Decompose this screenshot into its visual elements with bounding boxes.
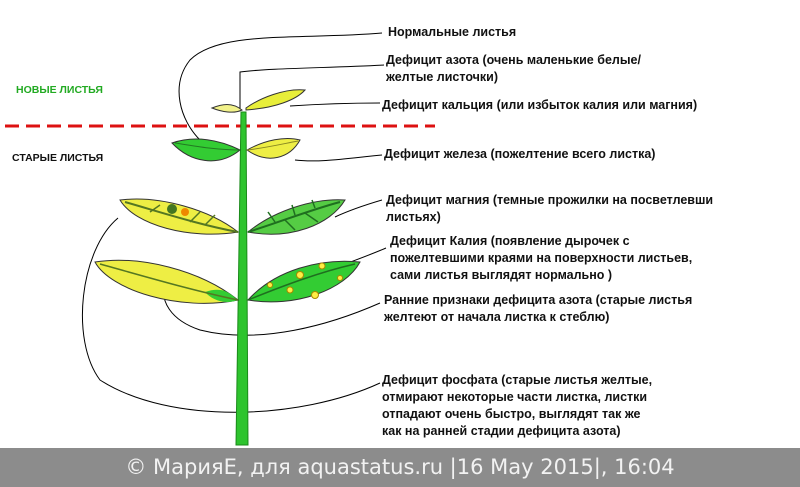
- pointer-line-iron: [294, 154, 383, 162]
- pointer-line-calcium: [289, 102, 381, 107]
- zone-old-leaves: СТАРЫЕ ЛИСТЬЯ: [12, 152, 104, 164]
- zone-new-leaves: НОВЫЕ ЛИСТЬЯ: [16, 84, 103, 96]
- label-nitrogen-deficiency: Дефицит азота (очень маленькие белые/ же…: [386, 53, 641, 84]
- label-normal-leaves: Нормальные листья: [388, 25, 517, 39]
- leaf-new-left: [210, 104, 243, 113]
- leaf-normal: [171, 138, 241, 162]
- plant-illustration: [5, 32, 435, 446]
- footer-bar: © МарияЕ, для aquastatus.ru |16 May 2015…: [0, 448, 800, 487]
- label-potassium-deficiency: Дефицит Калия (появление дырочек с пожел…: [390, 234, 693, 282]
- pointer-line-magnesium: [334, 199, 383, 218]
- label-early-nitrogen-deficiency: Ранние признаки дефицита азота (старые л…: [384, 293, 693, 324]
- label-phosphate-deficiency: Дефицит фосфата (старые листья желтые, о…: [382, 373, 653, 438]
- copyright-watermark: © МарияЕ, для aquastatus.ru |16 May 2015…: [125, 455, 675, 479]
- label-calcium-deficiency: Дефицит кальция (или избыток калия или м…: [382, 98, 698, 112]
- leaf-iron-yellow: [246, 137, 301, 159]
- stem: [235, 111, 249, 446]
- pointer-line-nitrogen: [239, 64, 385, 110]
- label-iron-deficiency: Дефицит железа (пожелтение всего листка): [384, 147, 656, 161]
- label-magnesium-deficiency: Дефицит магния (темные прожилки на посве…: [386, 193, 714, 224]
- leaf-new-right: [245, 89, 307, 111]
- pointer-line-phosphate: [82, 217, 381, 413]
- pointer-line-early-nitrogen: [163, 284, 381, 336]
- pointer-line-normal: [178, 32, 383, 141]
- leaf-potassium: [247, 260, 361, 303]
